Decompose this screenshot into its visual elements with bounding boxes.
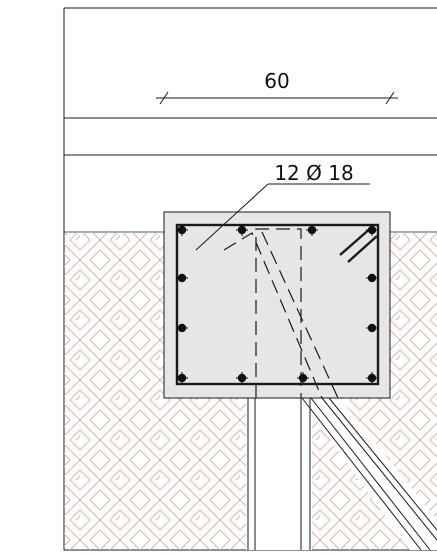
rebar-callout-label: 12 Ø 18: [274, 161, 353, 185]
stirrup-hook: [339, 226, 378, 263]
hidden-pile-lines: [223, 228, 339, 399]
vertical-pile: [247, 398, 311, 550]
rebar-ticks: [176, 224, 378, 384]
rebar-callout-leader: [195, 183, 370, 251]
top-dimension-line: [156, 91, 398, 105]
inclined-pile: [301, 397, 437, 551]
stirrup-outline: [175, 223, 380, 386]
top-dimension-label: 60: [264, 69, 289, 93]
side-dimension-label: 60: [433, 292, 437, 317]
